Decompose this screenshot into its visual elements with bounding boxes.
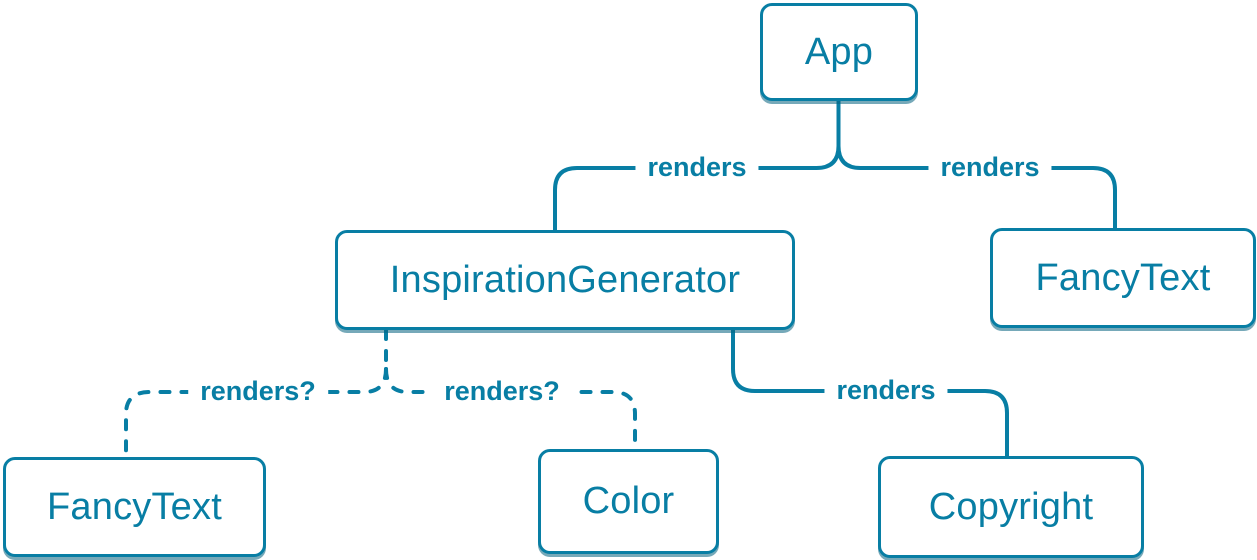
edge-label-renders-copyright: renders: [824, 374, 948, 408]
node-fancy-text-bottom: FancyText: [3, 457, 266, 557]
edge-label-renders-app-inspirationgenerator: renders: [635, 151, 759, 185]
node-fancy-text-top: FancyText: [990, 228, 1256, 328]
node-fancy-text-top-label: FancyText: [1035, 256, 1211, 299]
node-color: Color: [538, 449, 719, 554]
edge-label-renders-conditional-fancytext: renders?: [188, 375, 328, 409]
node-app: App: [760, 3, 918, 101]
edge-label-renders-conditional-color: renders?: [432, 375, 572, 409]
node-fancy-text-bottom-label: FancyText: [47, 485, 222, 528]
node-app-label: App: [804, 30, 874, 73]
node-color-label: Color: [582, 480, 675, 522]
edge-label-renders-app-fancytext: renders: [928, 151, 1052, 185]
node-inspiration-generator: InspirationGenerator: [335, 230, 795, 330]
node-inspiration-generator-label: InspirationGenerator: [389, 258, 741, 301]
node-copyright: Copyright: [878, 456, 1144, 558]
node-copyright-label: Copyright: [928, 485, 1094, 528]
